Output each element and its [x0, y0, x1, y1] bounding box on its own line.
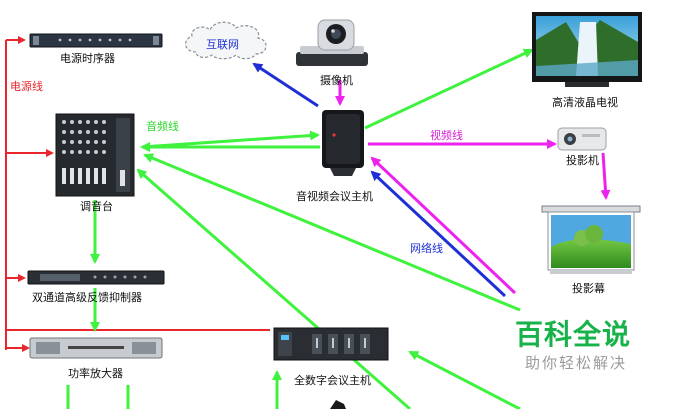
screen-device	[541, 205, 641, 274]
camera-label: 摄像机	[320, 74, 353, 87]
watermark-brand: 百科全说	[515, 318, 632, 351]
network-wire-label: 网络线	[410, 242, 443, 255]
watermark-tagline: 助你轻松解决	[525, 354, 628, 372]
video-wiring	[335, 80, 611, 295]
amplifier-device	[29, 337, 163, 359]
power-wiring	[5, 36, 270, 352]
internet-label: 互联网	[206, 38, 239, 51]
feedback-suppressor-label: 双通道高级反馈抑制器	[32, 291, 142, 304]
av-host-device	[322, 110, 364, 176]
amplifier-label: 功率放大器	[68, 367, 123, 380]
digital-host-label: 全数字会议主机	[294, 374, 371, 387]
power-wire-label: 电源线	[10, 80, 43, 93]
video-wire-label: 视频线	[430, 129, 463, 142]
internet-cloud	[185, 21, 267, 60]
projector-label: 投影机	[566, 154, 599, 167]
feedback-suppressor-device	[27, 270, 165, 285]
mixer-device	[55, 113, 135, 197]
power-sequencer-device	[29, 33, 163, 48]
screen-label: 投影幕	[572, 282, 605, 295]
projector-device	[557, 127, 607, 151]
audio-wiring	[66, 48, 534, 409]
av-host-label: 音视频会议主机	[296, 190, 373, 203]
partial-object-bottom	[330, 400, 346, 409]
camera-device	[296, 19, 368, 66]
power-sequencer-label: 电源时序器	[60, 52, 115, 65]
mixer-label: 调音台	[80, 200, 113, 213]
audio-wire-label: 音频线	[146, 120, 179, 133]
tv-label: 高清液晶电视	[552, 96, 618, 109]
digital-host-device	[273, 327, 389, 361]
tv-device	[532, 12, 642, 87]
network-wiring	[252, 62, 507, 298]
